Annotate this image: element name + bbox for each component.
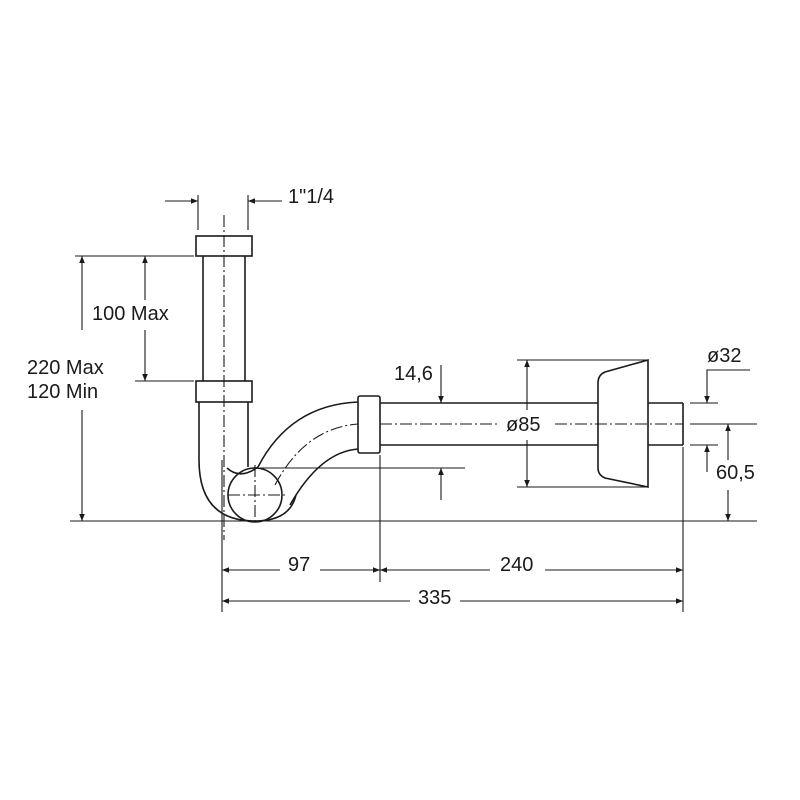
height-max-label: 220 Max xyxy=(27,357,104,379)
dim-thread: 1"1/4 xyxy=(165,186,334,230)
outlet-diameter-label: ø32 xyxy=(707,345,741,367)
dim-outlet: ø32 60,5 xyxy=(690,345,757,521)
height-min-label: 120 Min xyxy=(27,381,98,403)
wall-rosette xyxy=(597,358,649,488)
dim-horizontal: 97 240 335 xyxy=(221,447,684,612)
dim-rosette: ø85 xyxy=(506,359,648,488)
offset-label: 14,6 xyxy=(394,363,433,385)
dim-335-label: 335 xyxy=(418,587,451,609)
dim-240-label: 240 xyxy=(500,554,533,576)
thread-label: 1"1/4 xyxy=(288,186,334,208)
outlet-height-label: 60,5 xyxy=(716,462,755,484)
dim-heights: 100 Max 220 Max 120 Min xyxy=(27,255,194,521)
horizontal-pipe xyxy=(380,402,684,446)
rosette-diameter-label: ø85 xyxy=(506,414,540,436)
dim-offset: 14,6 xyxy=(260,363,465,500)
trap-bend xyxy=(226,395,381,525)
height-adjust-label: 100 Max xyxy=(92,303,169,325)
dim-97-label: 97 xyxy=(288,554,310,576)
